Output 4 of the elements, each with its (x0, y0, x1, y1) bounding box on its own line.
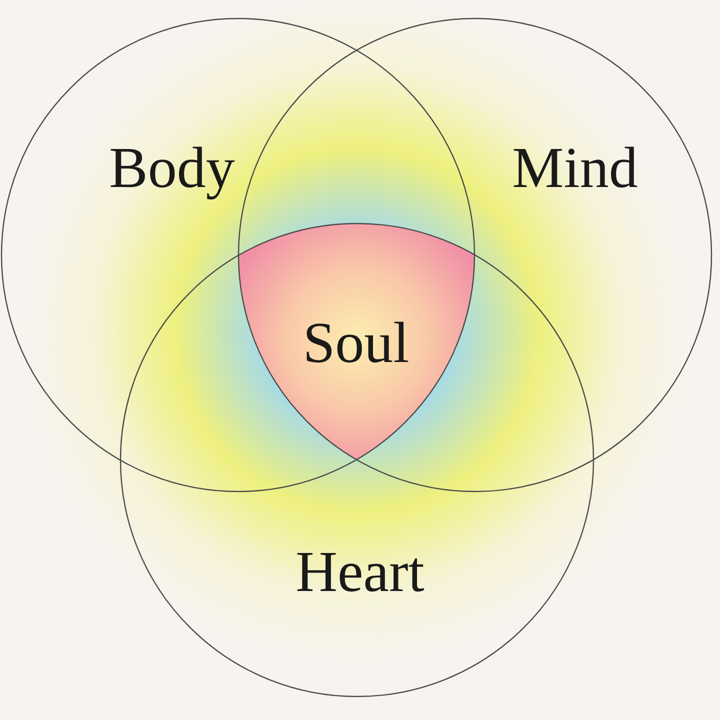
node-label: Heart (296, 543, 424, 601)
node-label: Soul (302, 314, 410, 372)
node-label: Body (109, 139, 235, 197)
node-label: Mind (512, 139, 638, 197)
